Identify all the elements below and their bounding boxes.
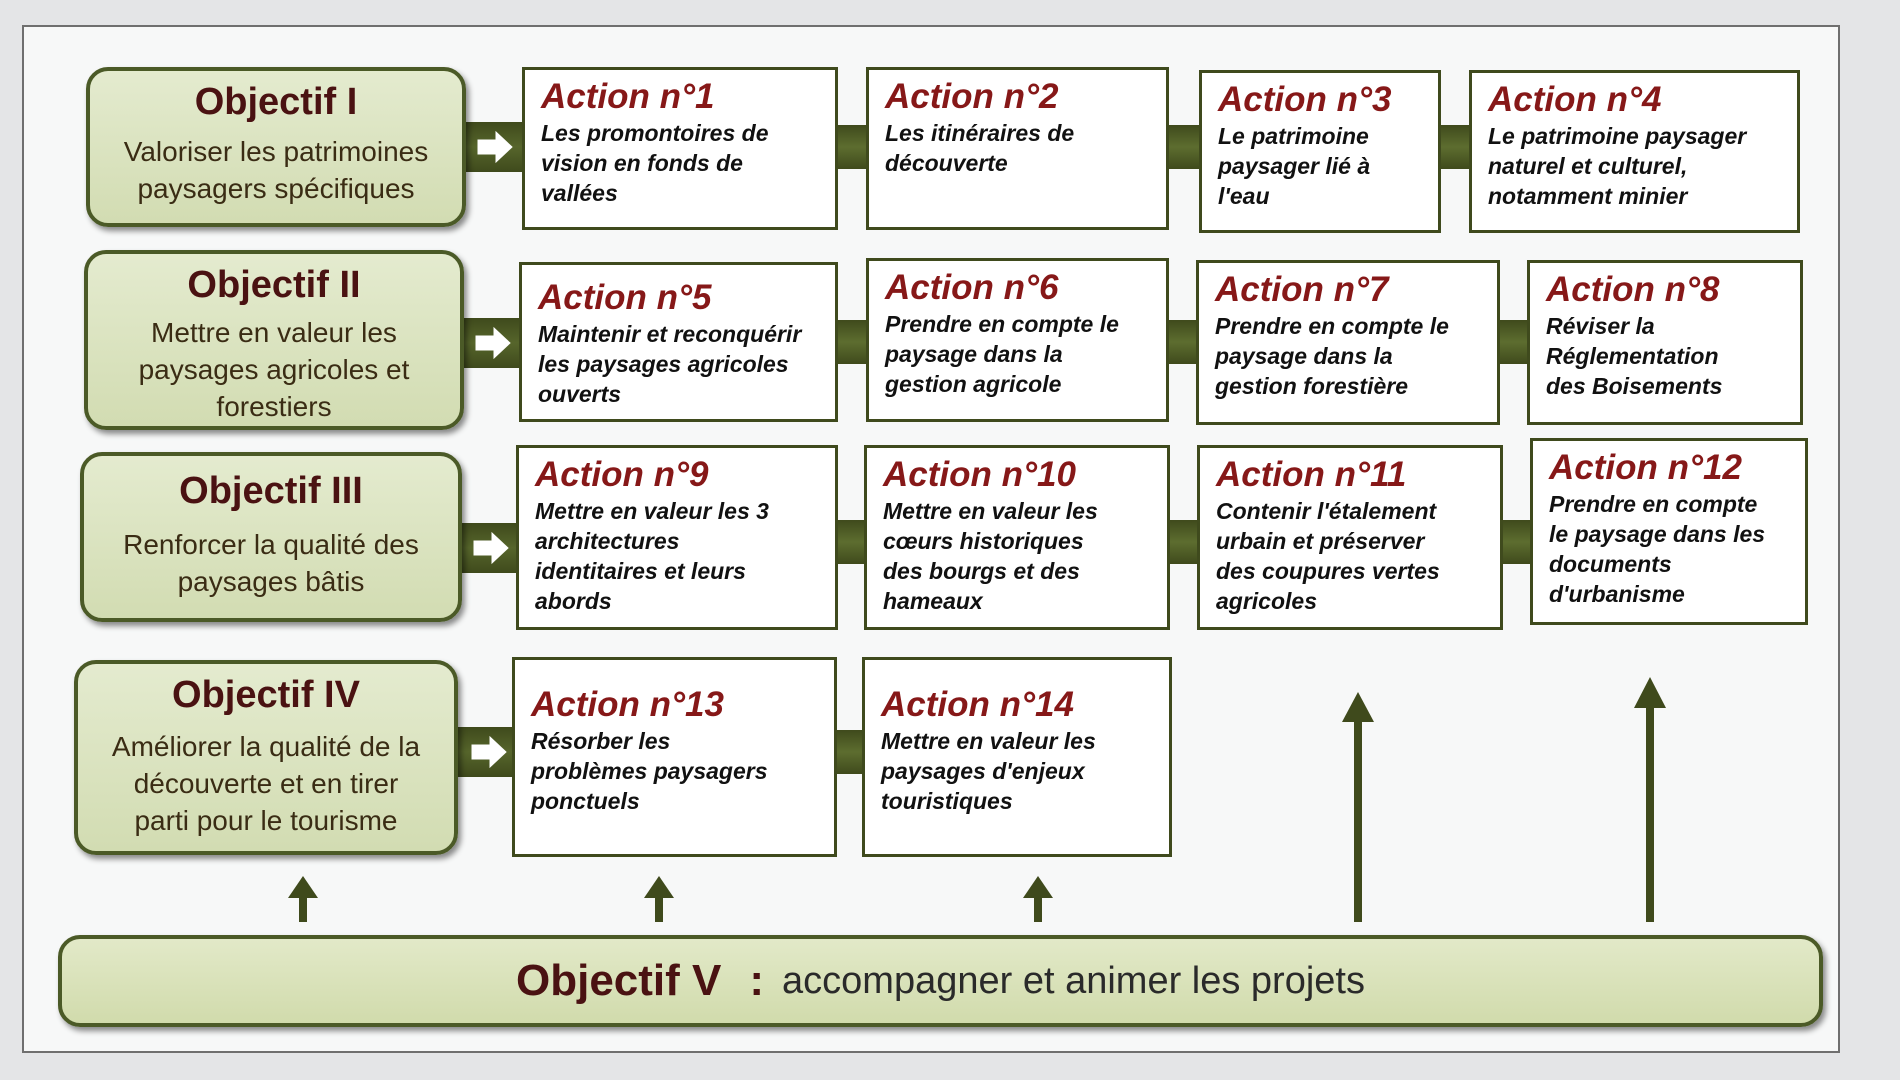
action-9: Action n°9 Mettre en valeur les 3 archit… [516, 445, 838, 630]
up-arrow-5 [1634, 677, 1666, 922]
action-text: Résorber les problèmes paysagers ponctue… [531, 728, 768, 814]
action-3: Action n°3 Le patrimoine paysager lié à … [1199, 70, 1441, 233]
action-5: Action n°5 Maintenir et reconquérir les … [519, 262, 838, 422]
action-11: Action n°11 Contenir l'étalement urbain … [1197, 445, 1503, 630]
action-text: Mettre en valeur les paysages d'enjeux t… [881, 728, 1096, 814]
link-11-12 [1500, 520, 1532, 564]
action-10: Action n°10 Mettre en valeur les cœurs h… [864, 445, 1170, 630]
action-text: Prendre en compte le paysage dans les do… [1549, 491, 1766, 607]
objective-4: Objectif IV Améliorer la qualité de la d… [74, 660, 458, 855]
action-12: Action n°12 Prendre en compte le paysage… [1530, 438, 1808, 625]
action-1: Action n°1 Les promontoires de vision en… [522, 67, 838, 230]
action-4: Action n°4 Le patrimoine paysager nature… [1469, 70, 1800, 233]
objective-title: Objectif II [187, 264, 361, 306]
action-title: Action n°13 [531, 685, 724, 724]
objective-5-text: accompagner et animer les projets [782, 959, 1365, 1002]
action-title: Action n°2 [885, 77, 1059, 116]
action-text: Les promontoires de vision en fonds de v… [541, 120, 769, 206]
up-arrow-3 [1023, 876, 1053, 922]
objective-1: Objectif I Valoriser les patrimoines pay… [86, 67, 466, 227]
action-text: Mettre en valeur les 3 architectures ide… [535, 498, 769, 614]
white-arrow-3 [473, 531, 509, 565]
action-text: Les itinéraires de découverte [885, 120, 1075, 176]
objective-text: Valoriser les patrimoines paysagers spéc… [123, 136, 429, 204]
action-title: Action n°6 [885, 268, 1059, 307]
link-2-3 [1166, 125, 1202, 169]
link-3-4 [1438, 125, 1474, 169]
action-text: Réviser la Réglementation des Boisements [1546, 313, 1723, 399]
action-title: Action n°9 [535, 455, 709, 494]
action-title: Action n°4 [1488, 80, 1662, 119]
objective-5-bar: Objectif V : accompagner et animer les p… [58, 935, 1823, 1027]
action-2: Action n°2 Les itinéraires de découverte [866, 67, 1169, 230]
action-title: Action n°11 [1216, 455, 1407, 494]
white-arrow-2 [475, 326, 511, 360]
action-title: Action n°14 [881, 685, 1074, 724]
action-text: Maintenir et reconquérir les paysages ag… [538, 321, 802, 407]
link-7-8 [1498, 320, 1530, 364]
objective-5-separator: : [749, 956, 765, 1005]
link-9-10 [835, 520, 867, 564]
action-text: Le patrimoine paysager naturel et cultur… [1488, 123, 1747, 209]
action-text: Contenir l'étalement urbain et préserver… [1216, 498, 1440, 614]
link-1-2 [835, 125, 869, 169]
action-title: Action n°8 [1546, 270, 1720, 309]
action-text: Mettre en valeur les cœurs historiques d… [883, 498, 1098, 614]
action-title: Action n°5 [538, 278, 712, 317]
action-title: Action n°10 [883, 455, 1076, 494]
action-text: Le patrimoine paysager lié à l'eau [1218, 123, 1371, 209]
link-13-14 [834, 730, 866, 774]
up-arrow-4 [1342, 692, 1374, 922]
objective-text: Mettre en valeur les paysages agricoles … [138, 317, 410, 422]
action-13: Action n°13 Résorber les problèmes paysa… [512, 657, 837, 857]
objective-text: Renforcer la qualité des paysages bâtis [123, 529, 419, 597]
action-title: Action n°12 [1549, 448, 1742, 487]
action-6: Action n°6 Prendre en compte le paysage … [866, 258, 1169, 422]
action-8: Action n°8 Réviser la Réglementation des… [1527, 260, 1803, 425]
action-7: Action n°7 Prendre en compte le paysage … [1196, 260, 1500, 425]
objective-3: Objectif III Renforcer la qualité des pa… [80, 452, 462, 622]
objective-2: Objectif II Mettre en valeur les paysage… [84, 250, 464, 430]
objective-title: Objectif IV [172, 674, 360, 716]
white-arrow-4 [471, 735, 507, 769]
link-6-7 [1166, 320, 1200, 364]
link-10-11 [1168, 520, 1200, 564]
action-14: Action n°14 Mettre en valeur les paysage… [862, 657, 1172, 857]
link-5-6 [835, 320, 869, 364]
action-text: Prendre en compte le paysage dans la ges… [885, 311, 1119, 397]
action-text: Prendre en compte le paysage dans la ges… [1215, 313, 1449, 399]
objective-title: Objectif I [194, 81, 358, 123]
white-arrow-1 [477, 130, 513, 164]
up-arrow-1 [288, 876, 318, 922]
objective-5-title: Objectif V [516, 956, 722, 1005]
action-title: Action n°1 [541, 77, 715, 116]
up-arrow-2 [644, 876, 674, 922]
action-title: Action n°7 [1215, 270, 1389, 309]
objective-title: Objectif III [179, 470, 363, 512]
objective-text: Améliorer la qualité de la découverte et… [111, 731, 421, 836]
action-title: Action n°3 [1218, 80, 1392, 119]
